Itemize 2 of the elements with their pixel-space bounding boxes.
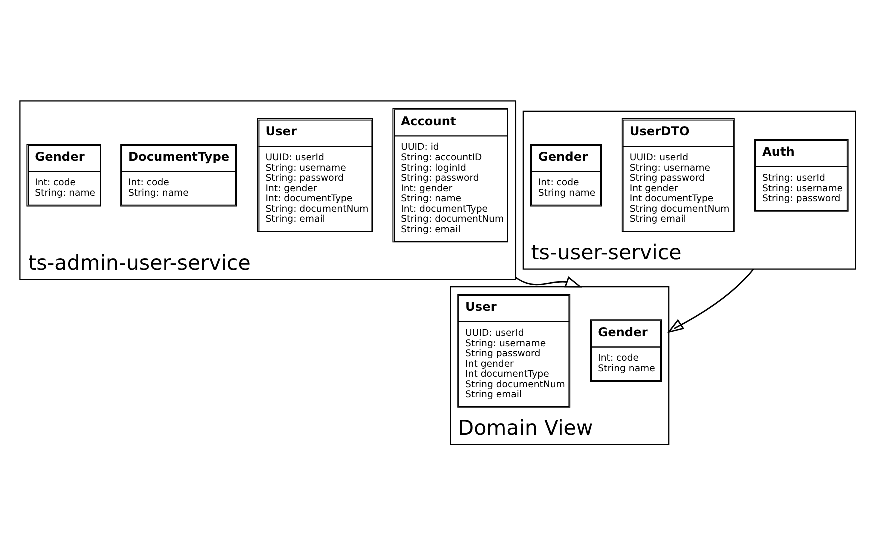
arrow [516, 276, 582, 288]
arrow [667, 268, 754, 334]
